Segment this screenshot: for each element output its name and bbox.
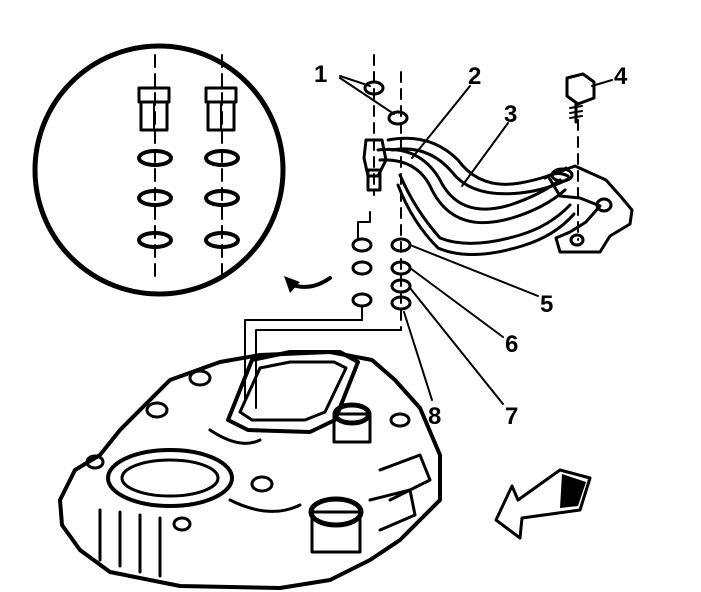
curved-arrow-icon — [284, 276, 332, 293]
o-ring-stack-right — [390, 237, 412, 311]
bolt — [565, 72, 596, 124]
callout-7: 7 — [505, 403, 518, 430]
o-ring-stack-left — [351, 237, 373, 321]
front-direction-arrow — [494, 468, 592, 540]
callout-5: 5 — [540, 291, 553, 318]
intake-manifold — [58, 350, 442, 590]
callout-4: 4 — [614, 63, 628, 90]
callout-3: 3 — [504, 101, 517, 128]
detail-seals-right — [204, 149, 240, 249]
magnified-detail-circle — [32, 43, 286, 297]
fuel-line-assembly — [244, 54, 634, 409]
callout-2: 2 — [468, 63, 481, 90]
callout-8: 8 — [428, 403, 441, 430]
detail-seals-left — [137, 149, 173, 249]
leader-lines — [339, 75, 613, 405]
callout-1: 1 — [314, 61, 327, 88]
detail-nut-left — [137, 86, 171, 132]
detail-nut-right — [204, 86, 238, 132]
callout-6: 6 — [505, 331, 518, 358]
